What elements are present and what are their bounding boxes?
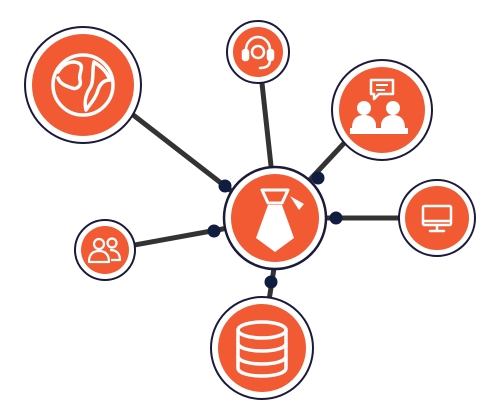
globe-node-disc <box>32 34 134 136</box>
junction-dot-meeting <box>311 171 325 185</box>
headset-icon <box>241 35 275 70</box>
meeting-chat-icon <box>350 78 408 134</box>
headset-node <box>226 20 290 84</box>
monitor-node <box>398 179 476 257</box>
junction-dot-database <box>264 275 278 289</box>
headset-node-disc <box>233 27 283 77</box>
junction-dot-monitor <box>329 211 343 225</box>
meeting-node <box>331 59 433 161</box>
monitor-node-disc <box>405 186 469 250</box>
globe-icon <box>51 53 115 117</box>
monitor-icon <box>421 204 453 233</box>
users-node <box>74 219 136 281</box>
users-icon <box>87 237 122 264</box>
tie-icon <box>256 188 304 252</box>
database-node-disc <box>218 304 306 392</box>
junction-dot-globe <box>218 179 232 193</box>
users-node-disc <box>81 226 129 274</box>
database-node <box>210 296 314 400</box>
junction-dots <box>207 171 343 289</box>
database-icon <box>236 320 288 378</box>
center-node <box>222 165 328 271</box>
globe-node <box>24 26 142 144</box>
junction-dot-users <box>207 224 221 238</box>
